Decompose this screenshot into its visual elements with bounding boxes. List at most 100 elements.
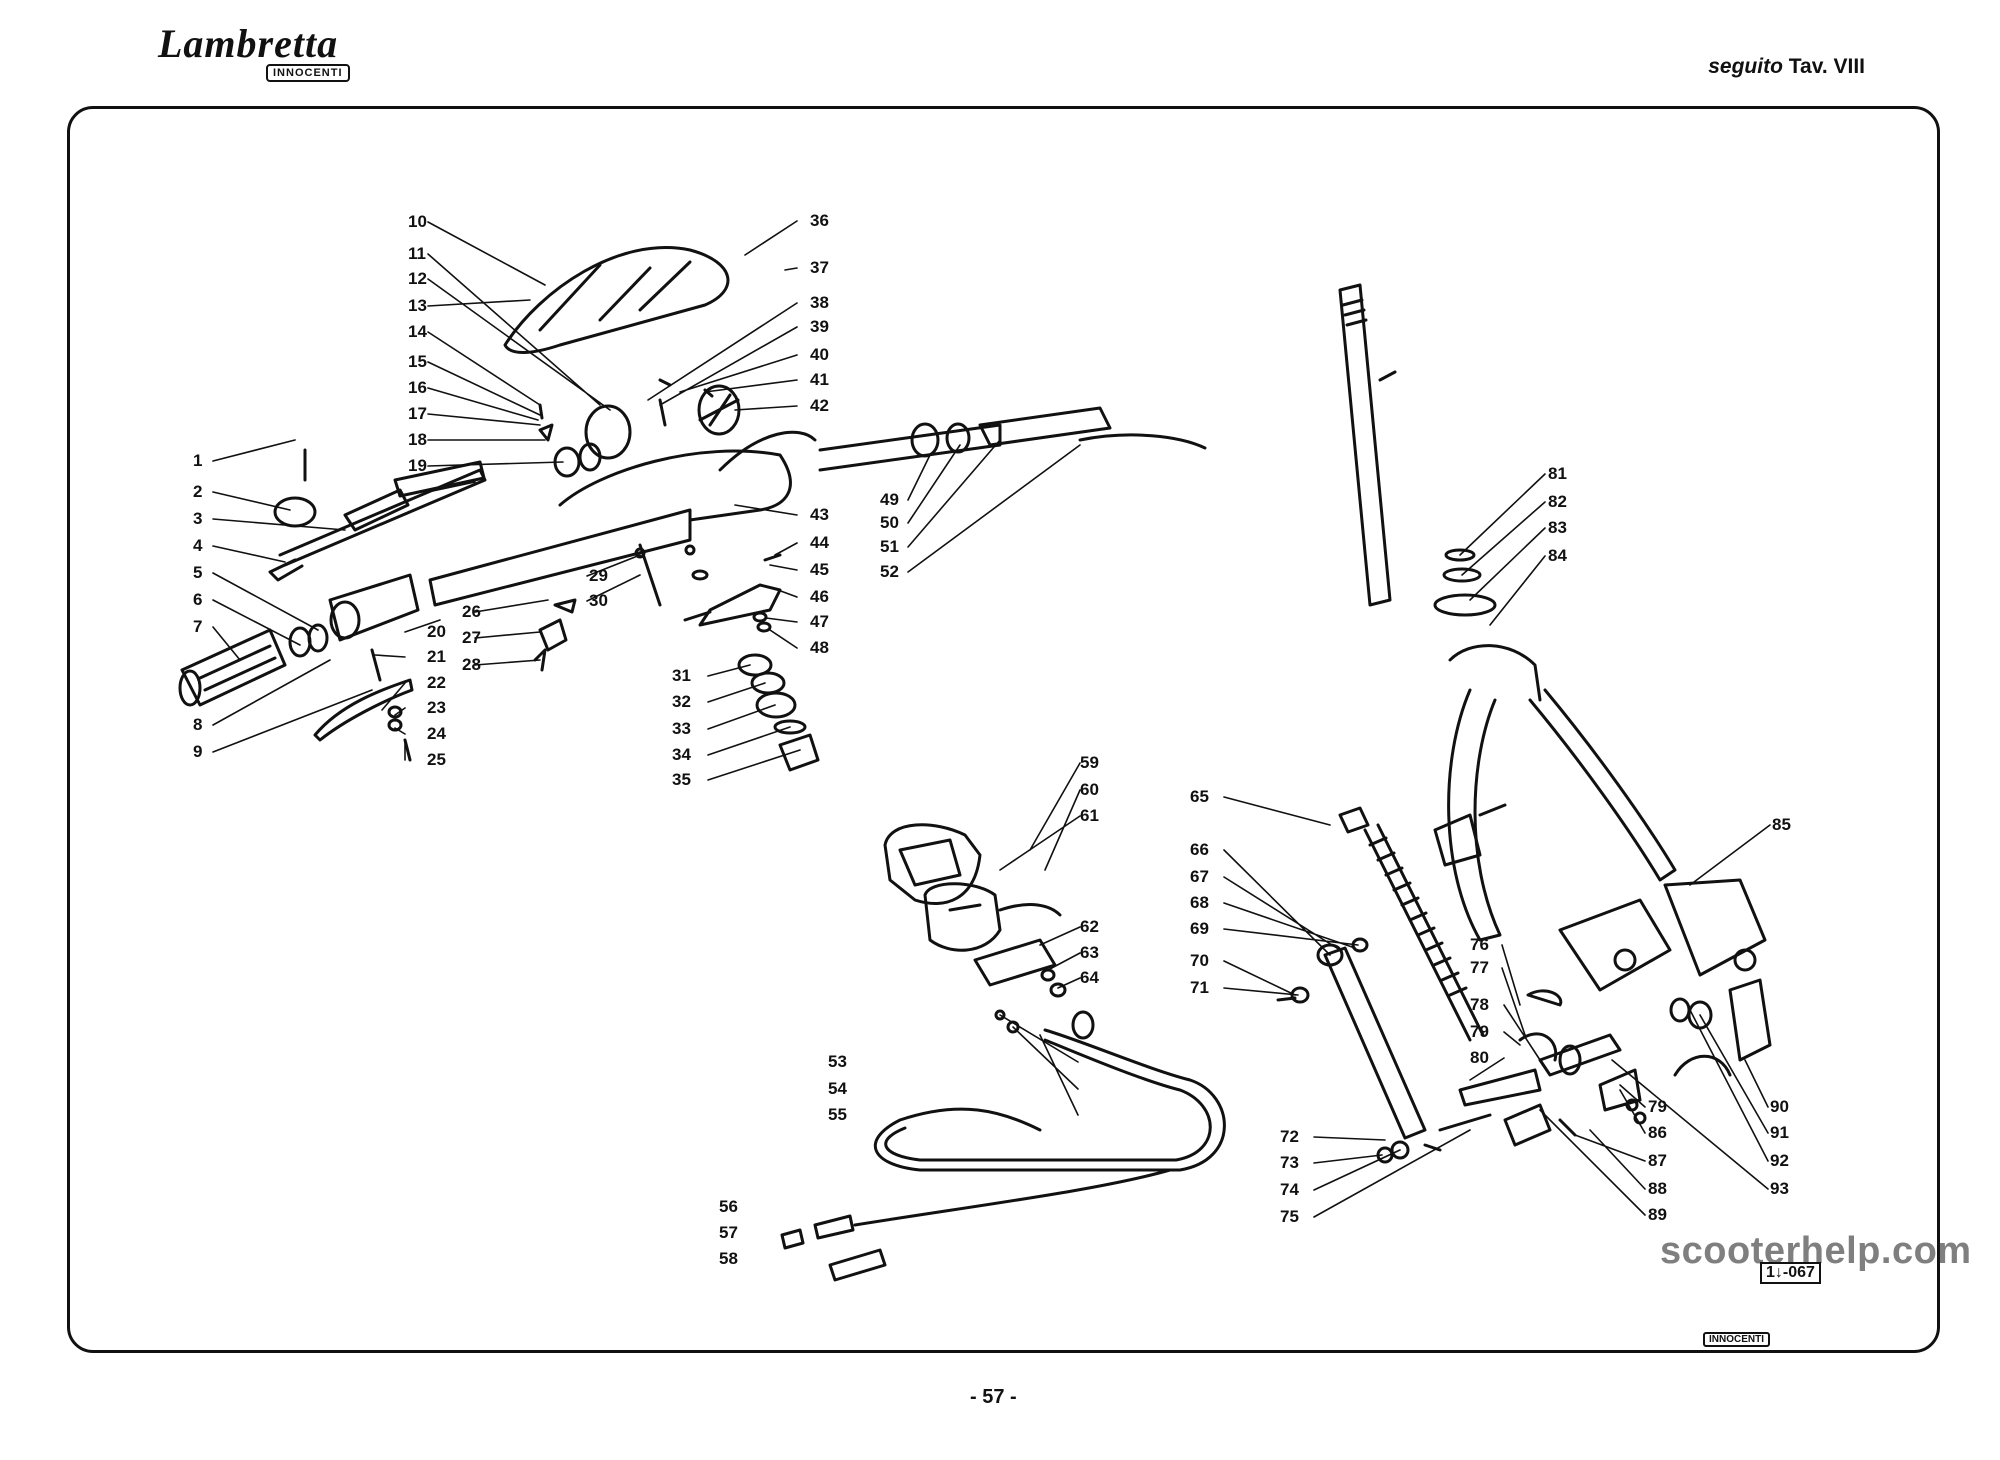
page-number: - 57 -: [970, 1386, 1017, 1408]
part-callout: 15: [408, 352, 427, 371]
part-callout: 65: [1190, 787, 1209, 806]
part-callout: 24: [427, 724, 446, 743]
part-callout: 78: [1470, 995, 1489, 1014]
part-callout: 5: [193, 563, 203, 582]
part-callout: 83: [1548, 518, 1567, 537]
part-callout: 22: [427, 673, 446, 692]
part-callout: 90: [1770, 1097, 1789, 1116]
part-callout: 20: [427, 622, 446, 641]
part-callout: 74: [1280, 1180, 1299, 1199]
part-callout: 84: [1548, 546, 1567, 565]
part-callout: 91: [1770, 1123, 1789, 1142]
part-callout: 39: [810, 317, 829, 336]
brand-subtitle: INNOCENTI: [266, 64, 350, 82]
drawing-code: 1↓-067: [1760, 1262, 1821, 1284]
part-callout: 66: [1190, 840, 1209, 859]
part-callout: 44: [810, 533, 829, 552]
part-callout: 25: [427, 750, 446, 769]
part-callout: 14: [408, 322, 427, 341]
part-callout: 70: [1190, 951, 1209, 970]
diagram-frame: [67, 106, 1940, 1353]
innocenti-mark: INNOCENTI: [1703, 1332, 1770, 1347]
plate-number: Tav. VIII: [1788, 55, 1865, 78]
part-callout: 2: [193, 482, 203, 501]
part-callout: 9: [193, 742, 203, 761]
part-callout: 86: [1648, 1123, 1667, 1142]
part-callout: 32: [672, 692, 691, 711]
part-callout: 3: [193, 509, 203, 528]
part-callout: 42: [810, 396, 829, 415]
part-callout: 68: [1190, 893, 1209, 912]
part-callout: 35: [672, 770, 691, 789]
brand-wordmark: Lambretta: [158, 21, 339, 66]
part-callout: 41: [810, 370, 829, 389]
part-callout: 45: [810, 560, 829, 579]
part-callout: 53: [828, 1052, 847, 1071]
part-callout: 17: [408, 404, 427, 423]
part-callout: 87: [1648, 1151, 1667, 1170]
part-callout: 26: [462, 602, 481, 621]
part-callout: 75: [1280, 1207, 1299, 1226]
part-callout: 16: [408, 378, 427, 397]
part-callout: 58: [719, 1249, 738, 1268]
part-callout: 1: [193, 451, 203, 470]
part-callout: 50: [880, 513, 899, 532]
part-callout: 34: [672, 745, 691, 764]
part-callout: 57: [719, 1223, 738, 1242]
part-callout: 10: [408, 212, 427, 231]
part-callout: 38: [810, 293, 829, 312]
part-callout: 29: [589, 566, 608, 585]
plate-prefix: seguito: [1708, 55, 1783, 78]
part-callout: 36: [810, 211, 829, 230]
part-callout: 48: [810, 638, 829, 657]
part-callout: 89: [1648, 1205, 1667, 1224]
brand-logo: Lambretta INNOCENTI: [158, 21, 378, 82]
part-callout: 79: [1648, 1097, 1667, 1116]
part-callout: 37: [810, 258, 829, 277]
part-callout: 71: [1190, 978, 1209, 997]
part-callout: 21: [427, 647, 446, 666]
part-callout: 6: [193, 590, 203, 609]
part-callout: 55: [828, 1105, 847, 1124]
part-callout: 33: [672, 719, 691, 738]
speedometer-assembly: [780, 823, 1226, 1282]
part-callout: 73: [1280, 1153, 1299, 1172]
part-callout: 79: [1470, 1022, 1489, 1041]
part-callout: 88: [1648, 1179, 1667, 1198]
part-callout: 85: [1772, 815, 1791, 834]
part-callout: 56: [719, 1197, 738, 1216]
front-fork-assembly: [1276, 283, 1772, 1164]
plate-reference: seguito Tav. VIII: [1708, 55, 1865, 79]
part-callout: 81: [1548, 464, 1567, 483]
part-callout: 67: [1190, 867, 1209, 886]
part-callout: 62: [1080, 917, 1099, 936]
part-callout: 43: [810, 505, 829, 524]
part-callout: 52: [880, 562, 899, 581]
part-callout: 8: [193, 715, 203, 734]
part-callout: 18: [408, 430, 427, 449]
part-callout: 46: [810, 587, 829, 606]
part-callout: 49: [880, 490, 899, 509]
part-callout: 30: [589, 591, 608, 610]
part-callout: 13: [408, 296, 427, 315]
part-callout: 59: [1080, 753, 1099, 772]
part-callout: 93: [1770, 1179, 1789, 1198]
part-callout: 11: [408, 244, 426, 263]
part-callout: 27: [462, 628, 481, 647]
part-callout: 7: [193, 617, 203, 636]
leader-lines: [212, 220, 1771, 1218]
part-callout: 77: [1470, 958, 1489, 977]
part-callout: 19: [408, 456, 427, 475]
part-callout: 69: [1190, 919, 1209, 938]
part-callout: 12: [408, 269, 427, 288]
part-callout: 76: [1470, 935, 1489, 954]
part-callout: 60: [1080, 780, 1099, 799]
part-callout: 82: [1548, 492, 1567, 511]
part-callout: 47: [810, 612, 829, 631]
part-callout: 64: [1080, 968, 1099, 987]
part-callout: 31: [672, 666, 691, 685]
part-callout: 72: [1280, 1127, 1299, 1146]
part-callout: 23: [427, 698, 446, 717]
part-callout: 51: [880, 537, 899, 556]
